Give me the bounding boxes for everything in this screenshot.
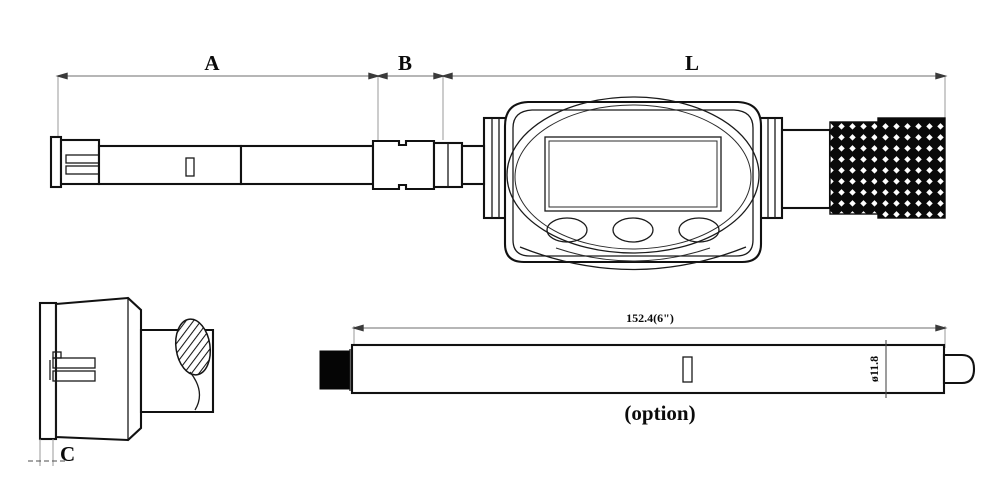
measuring-head <box>49 135 103 189</box>
display-housing <box>503 96 763 264</box>
knurled-thimble <box>829 117 946 219</box>
button-center[interactable] <box>612 217 654 243</box>
dimension-rod-diameter: ø11.8 <box>867 340 887 398</box>
head-end-view: C <box>28 296 215 466</box>
dimension-c: C <box>28 439 75 466</box>
flange-right-stub <box>780 128 832 210</box>
end-view-slot-lower <box>52 370 96 382</box>
dimension-label-rod-length: 152.4(6") <box>626 311 674 325</box>
shaft-segment-rear <box>239 144 375 186</box>
dimension-label-c: C <box>60 442 75 466</box>
housing-flange-right <box>758 116 832 220</box>
rod-body <box>350 343 946 395</box>
dimension-label-a: A <box>204 51 220 75</box>
arrow-rod-left <box>351 324 364 332</box>
end-view-contact-slots <box>49 351 96 382</box>
extension-rod-view: 152.4(6") ø11.8 (option) <box>319 311 976 425</box>
dimension-rod-length: 152.4(6") <box>351 311 948 348</box>
dimension-l: L <box>440 51 948 80</box>
head-body <box>59 138 101 186</box>
arrow-b-right <box>433 72 446 80</box>
bottom-arc-inner <box>555 247 711 262</box>
end-view-lens-tail <box>189 371 201 411</box>
rod-index-slot <box>682 356 693 383</box>
extension-rod-caption: (option) <box>624 401 695 425</box>
rod-coupling-block <box>319 350 351 390</box>
arrow-a-right <box>368 72 381 80</box>
main-side-view <box>49 96 946 271</box>
housing-bezel-oval <box>506 96 760 254</box>
lcd-outer-frame <box>544 136 722 212</box>
bottom-arc-outer <box>519 246 747 271</box>
end-view-hatched-lens <box>174 318 212 376</box>
button-left[interactable] <box>546 217 588 243</box>
lcd-inner-frame <box>548 140 718 208</box>
head-tip-plate <box>49 135 63 189</box>
arrow-l-left <box>440 72 453 80</box>
dimension-label-b: B <box>398 51 412 75</box>
dimension-a: A <box>55 51 381 80</box>
dimension-label-rod-diameter: ø11.8 <box>867 356 881 382</box>
housing-body <box>503 100 763 264</box>
button-right[interactable] <box>678 217 720 243</box>
arrow-l-right <box>935 72 948 80</box>
flange-right-plate <box>758 116 784 220</box>
arrow-a-left <box>55 72 68 80</box>
shaft-collar <box>371 139 436 191</box>
shaft-rear <box>239 144 375 186</box>
arrow-rod-right <box>935 324 948 332</box>
rod-tip <box>942 353 976 385</box>
dimension-group-top: A B L <box>55 51 948 152</box>
housing-inner-edge <box>512 109 754 257</box>
shaft-index-slot <box>185 157 195 177</box>
dimension-b: B <box>375 51 446 80</box>
shaft-front <box>97 144 243 186</box>
end-view-slot-cap <box>52 351 62 359</box>
dimension-label-l: L <box>685 51 699 75</box>
control-buttons <box>546 217 720 243</box>
flange-left-plate <box>482 116 508 220</box>
housing-neck <box>432 141 464 189</box>
thimble-section-outer <box>877 117 946 219</box>
lcd-screen <box>544 136 722 212</box>
housing-flange-left <box>460 116 508 220</box>
housing-bezel-oval-inner <box>514 104 752 250</box>
end-view-slot-upper <box>52 357 96 369</box>
shaft-segment-front <box>97 144 243 186</box>
housing-bottom-lip <box>519 246 747 271</box>
collar-body <box>371 139 436 191</box>
thimble-section-inner <box>829 121 879 215</box>
flange-left-stub <box>460 144 486 186</box>
arrow-b-left <box>375 72 388 80</box>
